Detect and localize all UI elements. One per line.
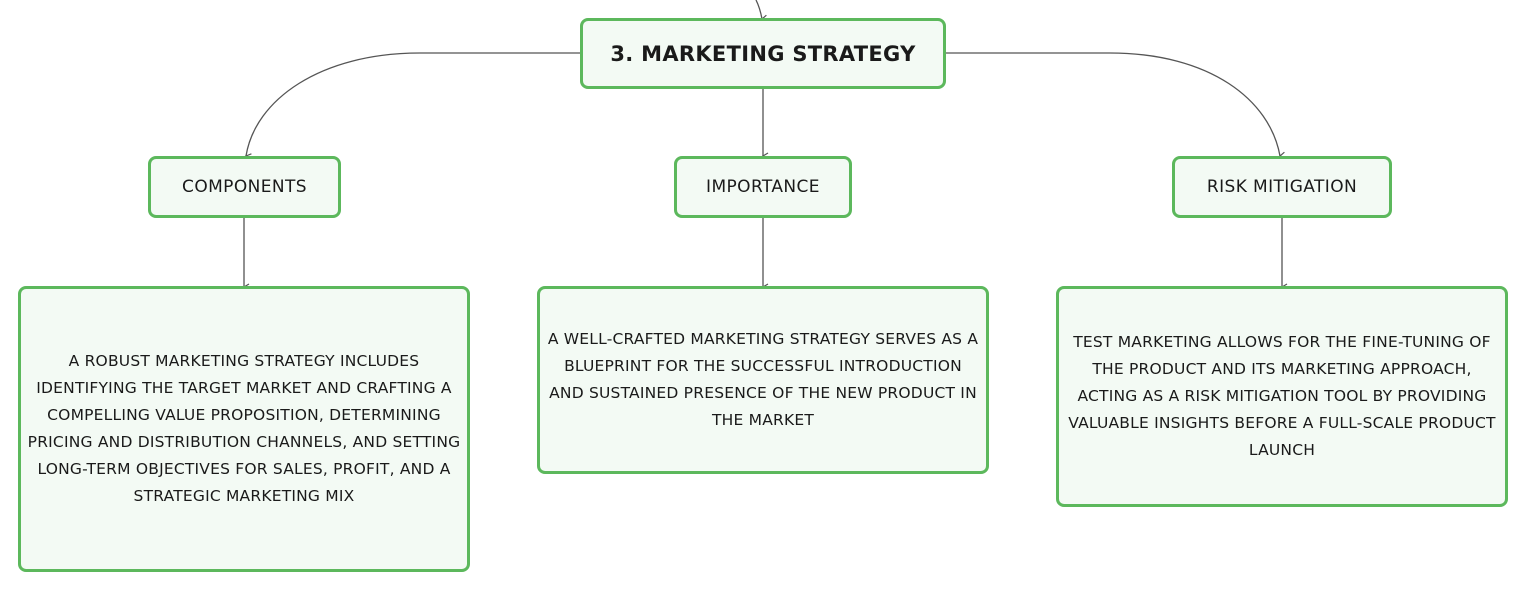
connector-root-to-risk-mitigation — [945, 52, 1286, 159]
importance-detail-text: A WELL-CRAFTED MARKETING STRATEGY SERVES… — [547, 330, 979, 429]
root-node-label: 3. MARKETING STRATEGY — [610, 41, 916, 66]
risk-mitigation-node[interactable]: RISK MITIGATION — [1172, 156, 1392, 218]
components-detail-text: A ROBUST MARKETING STRATEGY INCLUDES IDE… — [27, 352, 461, 505]
importance-detail-node[interactable]: A WELL-CRAFTED MARKETING STRATEGY SERVES… — [537, 286, 989, 474]
risk-mitigation-detail-text: TEST MARKETING ALLOWS FOR THE FINE-TUNIN… — [1068, 333, 1496, 459]
risk-mitigation-detail-node[interactable]: TEST MARKETING ALLOWS FOR THE FINE-TUNIN… — [1056, 286, 1508, 507]
components-node[interactable]: COMPONENTS — [148, 156, 341, 218]
root-node[interactable]: 3. MARKETING STRATEGY — [580, 18, 946, 89]
importance-node[interactable]: IMPORTANCE — [674, 156, 852, 218]
connector-root-to-components — [244, 52, 582, 161]
connector-parent-to-root — [755, 0, 768, 22]
components-node-label: COMPONENTS — [182, 177, 307, 197]
importance-node-label: IMPORTANCE — [706, 177, 820, 197]
risk-mitigation-node-label: RISK MITIGATION — [1206, 177, 1358, 197]
components-detail-node[interactable]: A ROBUST MARKETING STRATEGY INCLUDES IDE… — [18, 286, 470, 572]
